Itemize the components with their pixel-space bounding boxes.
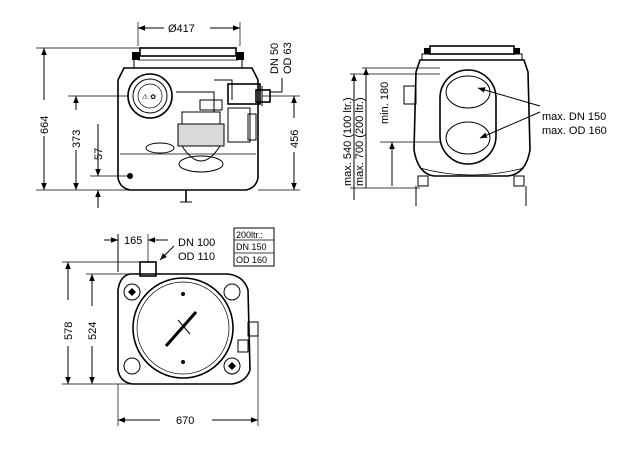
front-dimensions: Ø417 664 373 57 456 DN 50 OD 63 <box>36 22 301 208</box>
top-view <box>117 261 259 385</box>
box-od160: OD 160 <box>236 255 267 265</box>
dim-578: 578 <box>63 322 75 340</box>
top-tank-body <box>117 273 251 385</box>
dim-670: 670 <box>176 415 194 427</box>
label-max-dn150: max. DN 150 <box>542 111 606 123</box>
dim-od63: OD 63 <box>282 42 294 74</box>
dim-min-180: min. 180 <box>379 82 391 124</box>
front-outlet-housing <box>227 83 261 105</box>
front-lid <box>139 47 237 57</box>
dim-max-700: max. 700 (200 ltr.) <box>354 97 366 186</box>
box-title: 200ltr.: <box>236 230 263 240</box>
dim-height-low: 57 <box>93 148 105 160</box>
dim-diameter: Ø417 <box>168 23 195 35</box>
side-dimensions: max. 540 (100 ltr.) max. 700 (200 ltr.) … <box>342 67 607 200</box>
dim-165: 165 <box>124 235 142 247</box>
dim-height-outlet: 456 <box>289 130 301 148</box>
pump-motor <box>177 123 225 147</box>
front-lid-rim <box>133 55 243 69</box>
top-lid <box>132 277 234 379</box>
dim-524: 524 <box>87 322 99 340</box>
side-view <box>403 45 531 206</box>
side-inlet-zone <box>439 69 497 165</box>
dim-dn50: DN 50 <box>269 43 281 74</box>
capacity-box <box>233 227 275 267</box>
box-dn150: DN 150 <box>236 242 267 252</box>
label-max-od160: max. OD 160 <box>542 125 607 137</box>
top-dimensions: 165 DN 100 OD 110 200ltr.: DN 150 OD 160… <box>62 227 275 427</box>
dim-od110: OD 110 <box>178 251 215 263</box>
dim-height-total: 664 <box>39 116 51 134</box>
dim-dn100: DN 100 <box>178 237 215 249</box>
dim-height-inlet: 373 <box>71 130 83 148</box>
port-marking: ⚠ ✿ <box>142 93 156 101</box>
dim-max-540: max. 540 (100 ltr.) <box>342 97 354 186</box>
side-tank-body <box>413 59 531 177</box>
front-view: ⚠ ✿ <box>117 47 271 203</box>
